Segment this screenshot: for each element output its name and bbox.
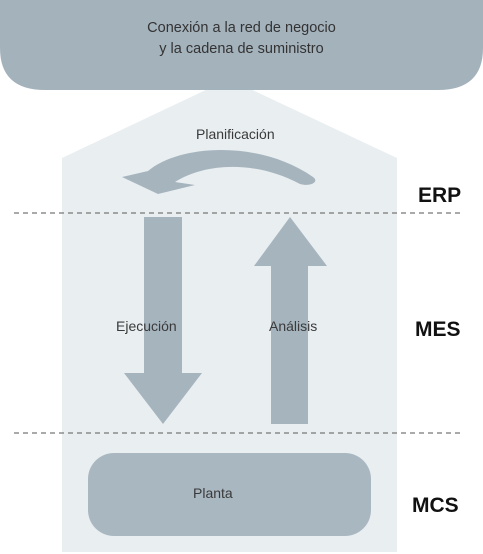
execution-label: Ejecución	[116, 318, 177, 334]
house-background	[62, 79, 397, 552]
network-cloud-line1: Conexión a la red de negocio	[147, 20, 336, 36]
network-cloud	[0, 0, 483, 90]
plant-label: Planta	[193, 485, 233, 501]
analysis-label: Análisis	[269, 318, 318, 334]
network-cloud-label: Conexión a la red de negocio y la cadena…	[0, 18, 483, 60]
network-cloud-line2: y la cadena de suministro	[159, 41, 324, 57]
analysis-arrow	[254, 217, 327, 424]
erp-level-label: ERP	[418, 184, 462, 207]
planning-arrow	[122, 149, 316, 194]
planning-label: Planificación	[196, 126, 275, 142]
execution-arrow	[124, 217, 202, 424]
mcs-level-label: MCS	[412, 494, 459, 517]
mes-level-label: MES	[415, 318, 461, 341]
plant-box	[88, 453, 371, 536]
